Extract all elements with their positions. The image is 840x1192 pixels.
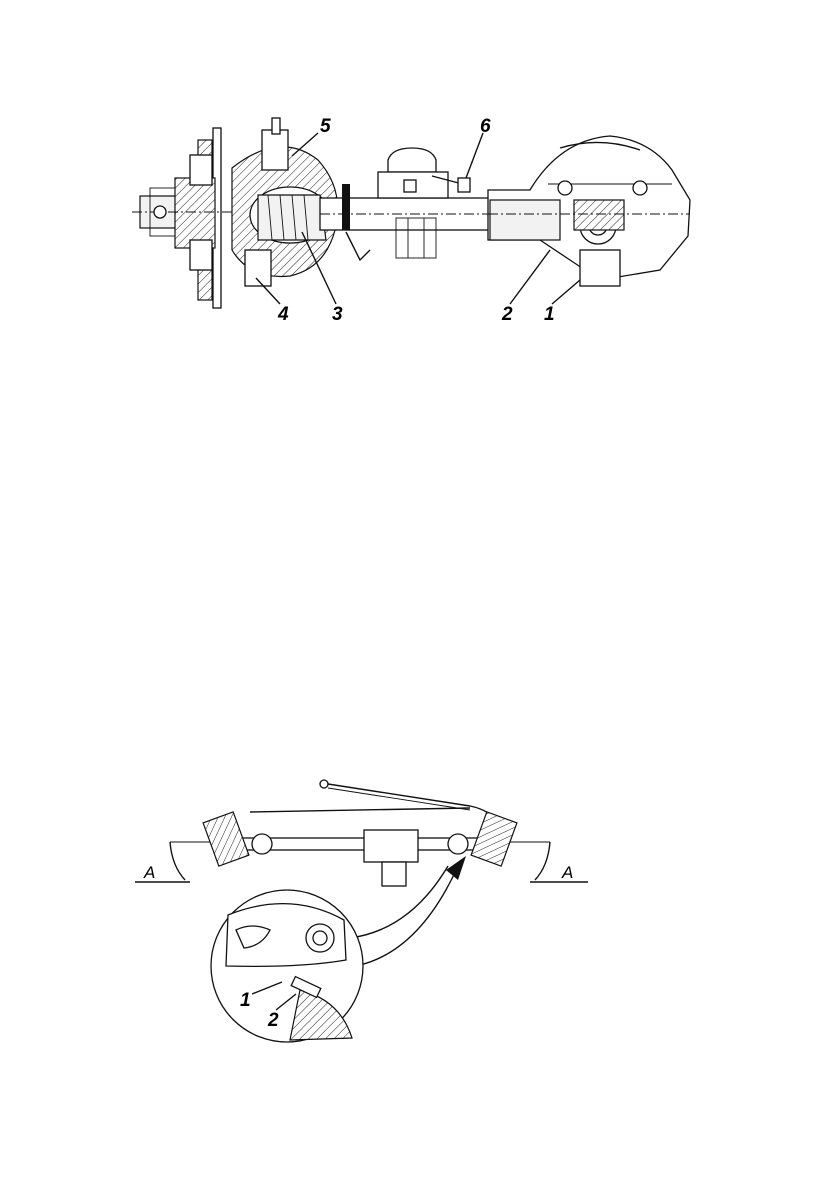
callout-4: 4: [277, 304, 289, 325]
callout-5: 5: [320, 116, 331, 137]
detail-callout-1: 1: [240, 990, 251, 1011]
callout-3: 3: [332, 304, 343, 325]
steering-stop-figure: A A 1 2: [0, 770, 840, 1070]
callout-6: 6: [480, 116, 491, 137]
detail-view: [211, 890, 363, 1042]
steering-stop-drawing: A A 1 2: [0, 770, 840, 1070]
tie-rods: [250, 780, 500, 824]
wheel-hub: [132, 128, 240, 308]
section-label-left: A: [143, 863, 155, 882]
detail-callout-2: 2: [267, 1010, 279, 1031]
axle-plan-view: [203, 812, 517, 886]
detail-arrow: [350, 856, 466, 965]
callout-2: 2: [501, 304, 513, 325]
callout-1: 1: [544, 304, 555, 325]
breather-fitting: [458, 178, 470, 192]
section-label-right: A: [561, 863, 573, 882]
axle-section-drawing: 5 6 4 3 2 1: [0, 100, 840, 340]
final-drive-housing: [488, 136, 690, 286]
axle-section-figure: 5 6 4 3 2 1: [0, 100, 840, 340]
